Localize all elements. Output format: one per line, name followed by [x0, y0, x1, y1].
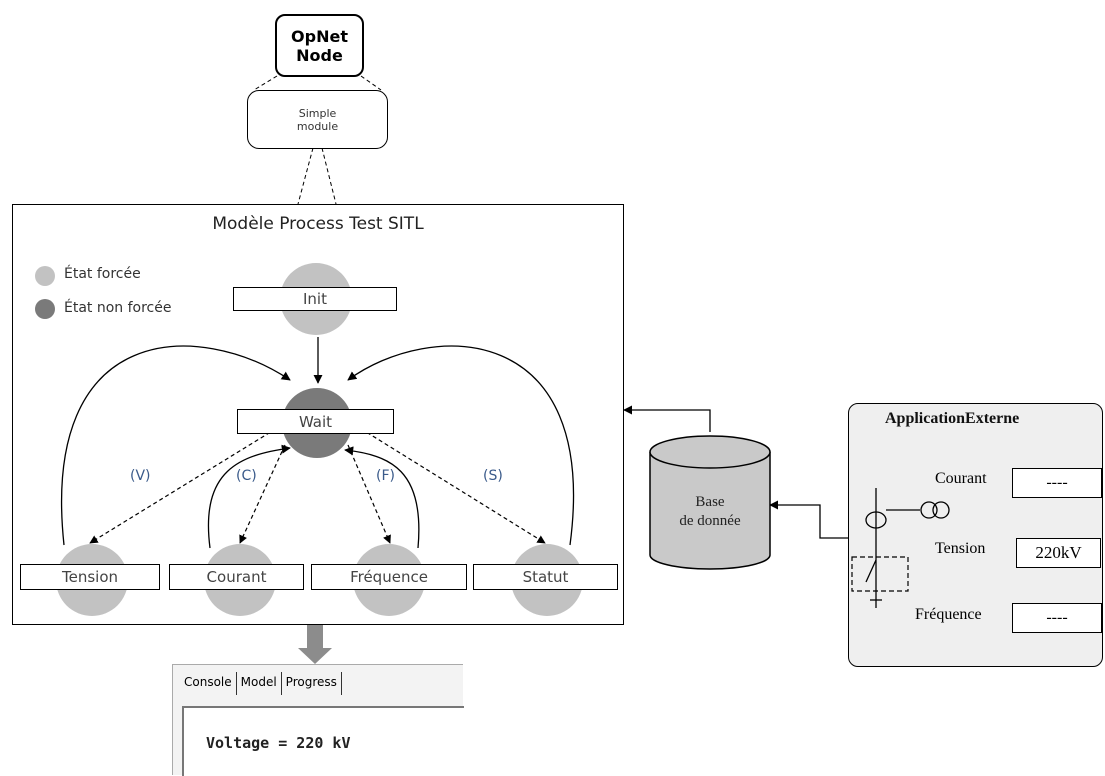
transition-f-label: (F) — [376, 468, 395, 484]
opnet-node-box: OpNet Node — [275, 14, 364, 77]
transition-c-label: (C) — [236, 468, 257, 484]
output-down-arrow — [298, 625, 332, 664]
simple-module-label-line2: module — [296, 119, 339, 133]
node-module-link-right — [360, 75, 382, 91]
frequence-field-value: ---- — [1012, 603, 1102, 633]
module-process-link-left — [297, 147, 314, 205]
courant-field-value: ---- — [1012, 468, 1102, 498]
database-to-process-arrow — [623, 405, 711, 432]
tab-console[interactable]: Console — [178, 672, 237, 695]
tension-return-arrow — [61, 345, 291, 546]
unforced-state-legend-label: État non forcée — [64, 300, 172, 316]
simple-module-box: Simple module — [247, 90, 388, 149]
database-label-line2: de donnée — [679, 513, 741, 529]
frequence-field-label: Fréquence — [915, 606, 982, 623]
statut-return-arrow — [347, 345, 575, 546]
process-model-title: Modèle Process Test SITL — [212, 214, 424, 234]
console-output-area — [182, 706, 464, 776]
console-tab-bar: Console Model Progress — [178, 672, 342, 696]
tab-progress[interactable]: Progress — [282, 672, 342, 695]
tension-field-value: 220kV — [1016, 538, 1101, 568]
node-module-link-left — [253, 75, 278, 91]
wait-to-statut-arrow — [354, 424, 546, 544]
frequence-return-arrow — [344, 446, 420, 549]
opnet-node-label-line2: Node — [296, 45, 343, 65]
external-app-title: ApplicationExterne — [885, 410, 1020, 427]
tension-state-label: Tension — [20, 564, 160, 590]
statut-state-label: Statut — [473, 564, 618, 590]
courant-field-label: Courant — [935, 470, 987, 487]
unforced-state-legend-swatch — [35, 299, 55, 319]
simple-module-label-line1: Simple — [298, 106, 337, 120]
wait-to-frequence-arrow — [347, 444, 391, 544]
tab-model[interactable]: Model — [237, 672, 282, 695]
courant-state-label: Courant — [169, 564, 304, 590]
console-output-text: Voltage = 220 kV — [206, 734, 351, 752]
external-to-database-arrow — [769, 500, 852, 539]
database-label: Base de donnée — [650, 493, 770, 531]
database-label-line1: Base — [695, 494, 725, 510]
frequence-state-label: Fréquence — [311, 564, 467, 590]
courant-return-arrow — [207, 444, 291, 549]
wait-state-label: Wait — [237, 409, 394, 434]
forced-state-legend-label: État forcée — [64, 266, 141, 282]
wait-to-tension-arrow — [89, 424, 283, 544]
module-process-link-right — [321, 147, 337, 205]
process-model-box — [12, 204, 624, 625]
transition-v-label: (V) — [130, 468, 151, 484]
wait-to-courant-arrow — [239, 444, 286, 544]
tension-field-label: Tension — [935, 540, 986, 557]
transition-s-label: (S) — [483, 468, 503, 484]
opnet-node-label-line1: OpNet — [291, 26, 348, 46]
forced-state-legend-swatch — [35, 266, 55, 286]
init-state-label: Init — [233, 287, 397, 311]
